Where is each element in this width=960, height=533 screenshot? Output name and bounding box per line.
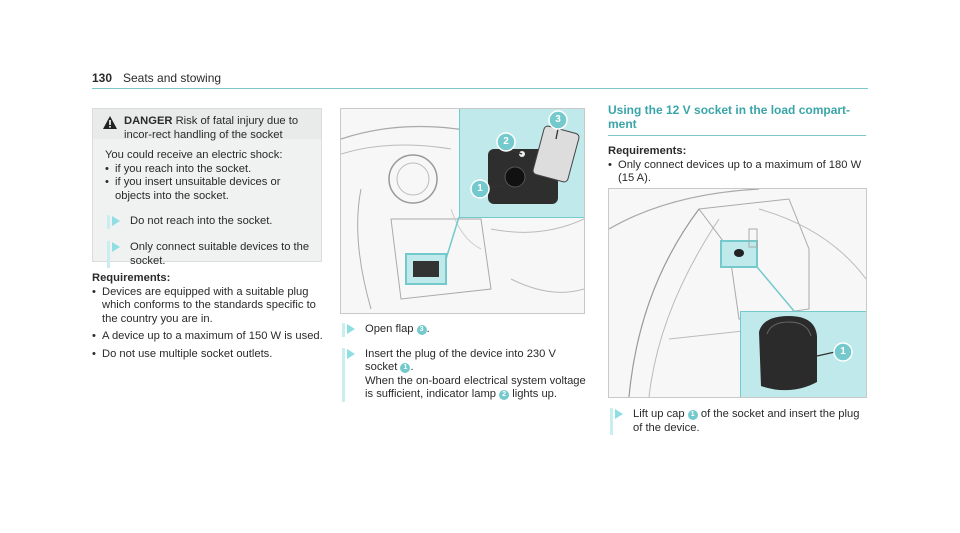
- interior-drawing: [341, 125, 584, 310]
- section-12v: Using the 12 V socket in the load compar…: [608, 103, 866, 186]
- step-text: Insert the plug of the device into 230 V…: [365, 347, 556, 374]
- requirements-block: Requirements: Devices are equipped with …: [92, 272, 324, 362]
- step-text: lights up.: [509, 388, 557, 401]
- danger-intro: You could receive an electric shock:: [105, 149, 283, 161]
- detail-inset: 1 2 3: [459, 109, 584, 218]
- requirements-list: Devices are equipped with a suitable plu…: [92, 286, 324, 362]
- step-arrow-icon: [615, 409, 623, 419]
- step-arrow-icon: [347, 324, 355, 334]
- danger-step: Do not reach into the socket.: [107, 215, 315, 229]
- step-open-flap: Open flap 3.: [342, 323, 590, 337]
- callout-ref: 2: [499, 390, 510, 401]
- step-text: Only connect suitable devices to the soc…: [130, 240, 310, 267]
- heading-rule: [608, 135, 866, 136]
- warning-triangle-icon: [103, 116, 117, 129]
- step-insert-plug: Insert the plug of the device into 230 V…: [342, 347, 590, 402]
- step-text: .: [426, 323, 430, 335]
- callout-1: 1: [477, 183, 483, 194]
- callout-ref: 1: [687, 410, 698, 420]
- danger-step: Only connect suitable devices to the soc…: [107, 240, 315, 269]
- step-text: Lift up cap: [633, 408, 688, 420]
- step-arrow-icon: [112, 241, 120, 252]
- socket-closeup-drawing: [470, 110, 580, 204]
- page-header: 130 Seats and stowing: [92, 71, 868, 93]
- danger-label: DANGER: [124, 115, 173, 127]
- list-item: Only connect devices up to a maximum of …: [608, 159, 866, 186]
- step-lift-cap: Lift up cap 1 of the socket and insert t…: [610, 408, 866, 436]
- header-rule: [92, 88, 868, 89]
- step-text: Open flap: [365, 323, 417, 335]
- callout-2: 2: [503, 136, 509, 147]
- danger-bullets: if you reach into the socket. if you ins…: [105, 163, 315, 204]
- callout-ref: 3: [416, 325, 427, 335]
- cap-closeup-drawing: [759, 316, 853, 391]
- danger-title: DANGER Risk of fatal injury due to incor…: [124, 115, 314, 142]
- step-arrow-icon: [112, 216, 120, 227]
- requirements-list: Only connect devices up to a maximum of …: [608, 159, 866, 186]
- callout-ref: 1: [400, 363, 411, 374]
- requirements-title: Requirements:: [608, 145, 687, 157]
- steps-230v: Open flap 3. Insert the plug of the devi…: [340, 323, 590, 402]
- step-arrow-icon: [347, 348, 355, 359]
- step-text: .: [410, 361, 414, 374]
- socket-12v-illustration: 1: [608, 188, 867, 398]
- detail-inset: 1: [740, 311, 866, 397]
- list-item: Devices are equipped with a suitable plu…: [92, 286, 324, 327]
- socket-230v-illustration: 1 2 3: [340, 108, 585, 314]
- section-heading: Using the 12 V socket in the load compar…: [608, 103, 851, 131]
- section-title: Seats and stowing: [123, 71, 222, 85]
- steps-12v: Lift up cap 1 of the socket and insert t…: [608, 408, 866, 436]
- list-item: A device up to a maximum of 150 W is use…: [92, 330, 324, 344]
- requirements-title: Requirements:: [92, 272, 171, 284]
- danger-title-text: Risk of fatal injury due to incor-rect h…: [124, 115, 299, 141]
- danger-box: DANGER Risk of fatal injury due to incor…: [92, 108, 322, 269]
- danger-body: You could receive an electric shock: if …: [105, 149, 315, 269]
- step-text: Do not reach into the socket.: [130, 215, 273, 228]
- list-item: if you insert unsuitable devices or obje…: [105, 176, 315, 203]
- list-item: if you reach into the socket.: [105, 163, 315, 177]
- danger-header: DANGER Risk of fatal injury due to incor…: [93, 109, 321, 142]
- page-number: 130: [92, 71, 113, 85]
- callout-1: 1: [840, 346, 846, 357]
- list-item: Do not use multiple socket outlets.: [92, 348, 324, 362]
- step-text: of the socket and insert the plug of the…: [633, 408, 860, 434]
- callout-3: 3: [555, 114, 561, 125]
- step-text: When the on-board electrical system volt…: [365, 374, 586, 401]
